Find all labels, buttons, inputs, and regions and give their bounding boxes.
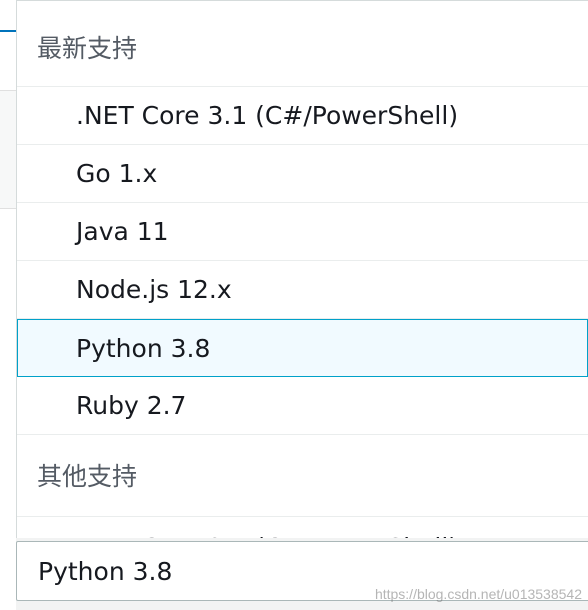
background-row-strip <box>0 208 16 539</box>
watermark-text: https://blog.csdn.net/u013538542 <box>374 586 582 602</box>
runtime-select[interactable]: Python 3.8 <box>16 541 588 601</box>
option-java-11[interactable]: Java 11 <box>17 203 588 261</box>
background-row-strip <box>0 90 16 209</box>
background-row-strip <box>0 538 16 610</box>
background-header-strip <box>0 0 16 32</box>
option-nodejs-12x[interactable]: Node.js 12.x <box>17 261 588 319</box>
runtime-dropdown-list: 最新支持 .NET Core 3.1 (C#/PowerShell) Go 1.… <box>16 0 588 538</box>
option-ruby-27[interactable]: Ruby 2.7 <box>17 377 588 435</box>
option-dotnet-core-31[interactable]: .NET Core 3.1 (C#/PowerShell) <box>17 87 588 145</box>
group-header-latest: 最新支持 <box>17 1 588 87</box>
option-python-38[interactable]: Python 3.8 <box>17 319 588 377</box>
option-go-1x[interactable]: Go 1.x <box>17 145 588 203</box>
group-header-other: 其他支持 <box>17 435 588 517</box>
background-row-strip <box>0 32 16 90</box>
runtime-select-value: Python 3.8 <box>38 556 173 586</box>
option-other-dotnet-core-31[interactable]: .NET Core 3.1 (C#/PowerShell) <box>17 517 588 538</box>
